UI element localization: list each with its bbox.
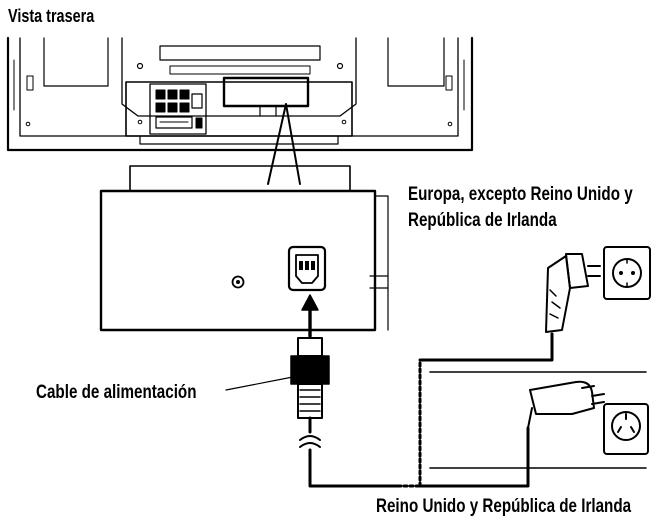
europe-label-line1: Europa, excepto Reino Unido y xyxy=(408,184,633,205)
divider-lines xyxy=(429,371,647,469)
europe-plug xyxy=(545,253,601,333)
power-cable xyxy=(299,332,554,488)
cable-leader xyxy=(225,375,299,391)
europe-socket xyxy=(603,246,651,300)
zoomed-inlet-panel xyxy=(99,165,389,332)
highlight-box xyxy=(222,76,310,108)
uk-ireland-label: Reino Unido y República de Irlanda xyxy=(376,496,632,517)
tv-rear-panel xyxy=(6,36,474,152)
terminal-block xyxy=(149,83,207,135)
rear-view-label: Vista trasera xyxy=(8,6,95,26)
europe-label-line2: República de Irlanda xyxy=(408,210,557,231)
callout-lines xyxy=(267,103,301,185)
insert-arrow xyxy=(301,294,319,338)
uk-socket xyxy=(603,403,649,455)
uk-plug xyxy=(527,380,605,429)
power-connector xyxy=(290,337,330,419)
power-cable-label: Cable de alimentación xyxy=(36,382,197,403)
ac-inlet xyxy=(287,245,327,292)
